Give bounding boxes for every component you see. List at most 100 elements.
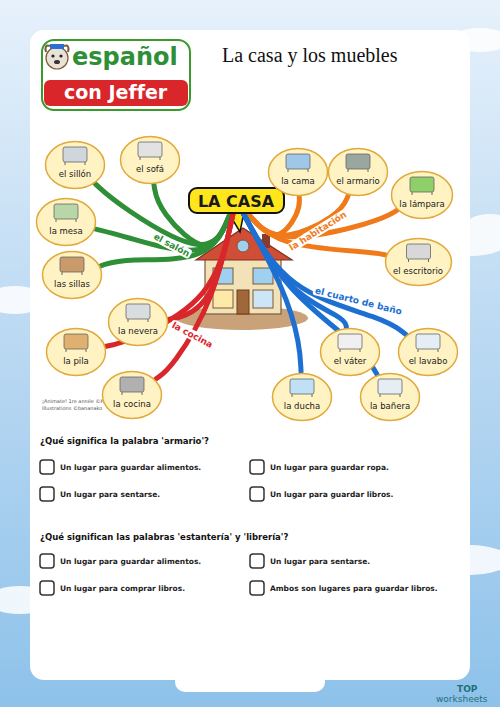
center-title: LA CASA bbox=[190, 192, 283, 211]
oval-outline bbox=[269, 149, 328, 196]
furniture-icon bbox=[120, 377, 144, 395]
item-name: el sillón bbox=[44, 169, 106, 179]
item-name: el sofá bbox=[119, 164, 181, 174]
answer-option: Un lugar para comprar libros. bbox=[60, 584, 185, 593]
answer-option: Un lugar para sentarse. bbox=[270, 557, 370, 566]
answer-option: Ambos son lugares para guardar libros. bbox=[270, 584, 438, 593]
furniture-icon bbox=[410, 177, 434, 195]
item-oval: el sillón bbox=[44, 140, 106, 190]
oval-outline bbox=[321, 329, 380, 376]
furniture-icon bbox=[416, 334, 440, 352]
furniture-icon bbox=[138, 142, 162, 160]
item-name: la ducha bbox=[271, 401, 333, 411]
item-oval: el váter bbox=[319, 327, 381, 377]
node-outline bbox=[44, 140, 106, 190]
node-outline bbox=[271, 372, 333, 422]
watermark: worksheets bbox=[436, 694, 487, 704]
item-name: la bañera bbox=[359, 401, 421, 411]
item-oval: el sofá bbox=[119, 135, 181, 185]
page-title: La casa y los muebles bbox=[222, 44, 398, 67]
node-outline bbox=[359, 372, 421, 422]
item-name: las sillas bbox=[41, 279, 103, 289]
item-name: la lámpara bbox=[390, 199, 454, 209]
furniture-icon bbox=[406, 244, 430, 262]
furniture-icon bbox=[346, 154, 370, 172]
item-oval: la ducha bbox=[271, 372, 333, 422]
credit-line: Illustrations ©bananako bbox=[42, 405, 102, 411]
watermark: TOP bbox=[457, 684, 477, 694]
furniture-icon bbox=[290, 379, 314, 397]
oval-outline bbox=[385, 239, 451, 286]
logo bbox=[42, 40, 190, 110]
item-name: la mesa bbox=[35, 226, 97, 236]
card-tab bbox=[175, 670, 325, 692]
oval-outline bbox=[109, 299, 168, 346]
node-outline bbox=[327, 147, 389, 197]
node-outline bbox=[41, 250, 103, 300]
item-name: la pila bbox=[45, 356, 107, 366]
node-outline bbox=[267, 147, 329, 197]
branch-name: la cocina bbox=[169, 319, 217, 351]
branch-line bbox=[101, 214, 231, 266]
oval-outline bbox=[329, 149, 388, 196]
item-name: la nevera bbox=[107, 326, 169, 336]
item-name: la cama bbox=[267, 176, 329, 186]
oval-outline bbox=[273, 374, 332, 421]
furniture-icon bbox=[64, 334, 88, 352]
checkboxes bbox=[40, 460, 264, 595]
item-oval: la bañera bbox=[359, 372, 421, 422]
branch-line bbox=[243, 214, 346, 328]
branch-line bbox=[169, 214, 233, 320]
logo-word: español bbox=[72, 43, 178, 71]
item-oval: la lámpara bbox=[390, 170, 454, 220]
logo-banner-text: con Jeffer bbox=[64, 81, 167, 103]
furniture-icon bbox=[54, 204, 78, 222]
node-outline bbox=[390, 170, 454, 220]
node-outline bbox=[101, 370, 163, 420]
item-oval: las sillas bbox=[41, 250, 103, 300]
oval-outline bbox=[399, 329, 458, 376]
node-outline bbox=[384, 237, 453, 287]
branch-line bbox=[243, 214, 301, 373]
oval-outline bbox=[361, 374, 420, 421]
furniture-icon bbox=[60, 257, 84, 275]
oval-outline bbox=[37, 199, 96, 246]
branch-name: el cuarto de baño bbox=[312, 285, 405, 317]
item-oval: la mesa bbox=[35, 197, 97, 247]
item-oval: el escritorio bbox=[384, 237, 453, 287]
item-oval: la nevera bbox=[107, 297, 169, 347]
item-name: el lavabo bbox=[397, 356, 459, 366]
item-oval: la pila bbox=[45, 327, 107, 377]
item-oval: el lavabo bbox=[397, 327, 459, 377]
answer-option: Un lugar para guardar ropa. bbox=[270, 463, 389, 472]
furniture-icon bbox=[63, 147, 87, 165]
oval-outline bbox=[43, 252, 102, 299]
question: ¿Qué significan las palabras 'estantería… bbox=[40, 532, 288, 542]
oval-outline bbox=[47, 329, 106, 376]
answer-option: Un lugar para sentarse. bbox=[60, 490, 160, 499]
answer-option: Un lugar para guardar libros. bbox=[270, 490, 393, 499]
node-outline bbox=[35, 197, 97, 247]
oval-outline bbox=[103, 372, 162, 419]
oval-outline bbox=[46, 142, 105, 189]
furniture-icon bbox=[286, 154, 310, 172]
item-name: el váter bbox=[319, 356, 381, 366]
item-oval: la cama bbox=[267, 147, 329, 197]
item-name: la cocina bbox=[101, 399, 163, 409]
furniture-icon bbox=[378, 379, 402, 397]
node-outline bbox=[319, 327, 381, 377]
item-oval: el armario bbox=[327, 147, 389, 197]
oval-outline bbox=[392, 172, 453, 219]
item-name: el armario bbox=[327, 176, 389, 186]
furniture-icon bbox=[338, 334, 362, 352]
oval-outline bbox=[121, 137, 180, 184]
furniture-icon bbox=[126, 304, 150, 322]
item-oval: la cocina bbox=[101, 370, 163, 420]
item-name: el escritorio bbox=[384, 266, 453, 276]
node-outline bbox=[45, 327, 107, 377]
branch-name: el salón bbox=[150, 230, 193, 259]
node-outline bbox=[107, 297, 169, 347]
question: ¿Qué significa la palabra 'armario'? bbox=[40, 436, 209, 446]
